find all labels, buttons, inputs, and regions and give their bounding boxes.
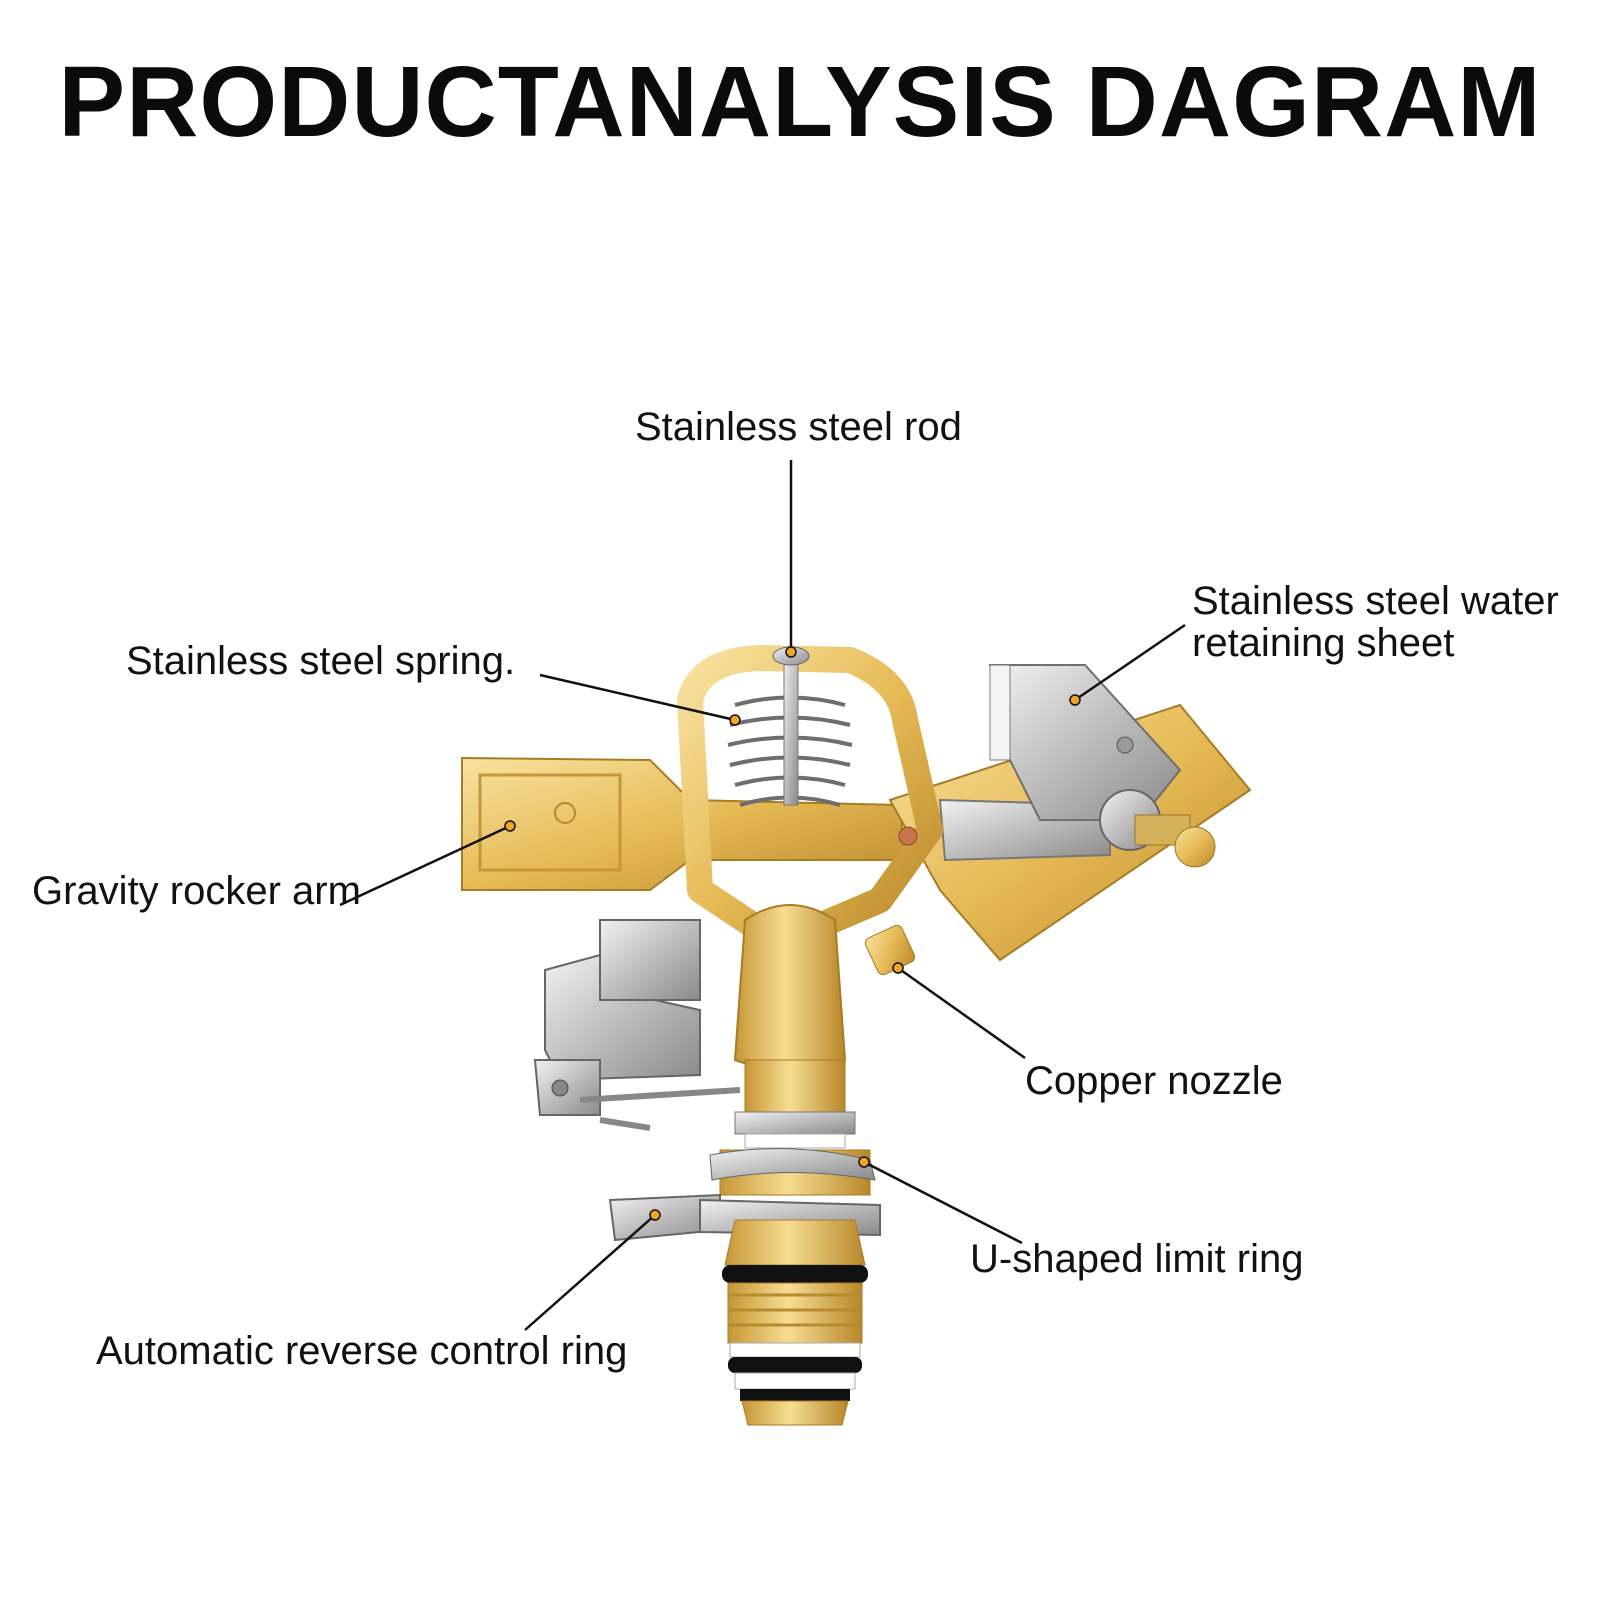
label-u-shaped-limit-ring: U-shaped limit ring	[970, 1237, 1304, 1281]
threaded-inlet	[722, 1219, 868, 1426]
leader-dots	[504, 646, 1081, 1221]
sprinkler-body	[733, 904, 916, 1149]
label-stainless-steel-rod: Stainless steel rod	[635, 405, 962, 449]
page-title: PRODUCTANALYSIS DAGRAM	[58, 46, 1542, 158]
adjustment-screw	[1099, 789, 1216, 868]
label-stainless-steel-spring: Stainless steel spring.	[126, 639, 516, 683]
gravity-rocker-arm	[461, 756, 907, 891]
label-gravity-rocker-arm: Gravity rocker arm	[32, 869, 361, 913]
leader-lines	[339, 460, 1186, 1331]
brass-yoke-frame	[677, 645, 943, 943]
label-automatic-reverse-control-ring: Automatic reverse control ring	[96, 1329, 628, 1373]
water-retaining-sheet	[988, 664, 1182, 821]
limit-ring-assembly	[608, 1148, 881, 1242]
label-copper-nozzle: Copper nozzle	[1025, 1059, 1283, 1103]
label-water-retaining-sheet: Stainless steel water retaining sheet	[1192, 579, 1559, 665]
reverse-bracket	[533, 919, 741, 1131]
